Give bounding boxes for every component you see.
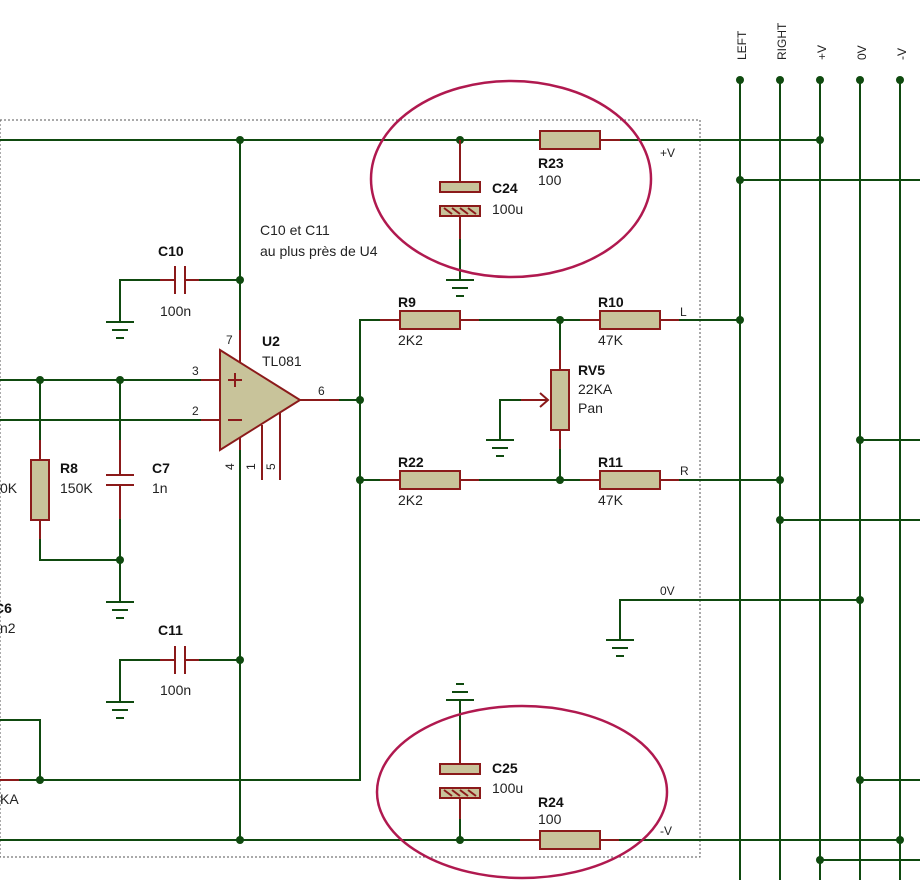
sheet-boundary (0, 119, 701, 858)
ground-c25 (446, 683, 474, 701)
r9-value: 2K2 (398, 332, 423, 348)
net-label-nv: -V (660, 824, 672, 838)
bus-label-nv: -V (895, 48, 909, 60)
u2-pin-5: 5 (264, 463, 278, 470)
ground-c7 (106, 601, 134, 619)
bus-top-junctions (736, 76, 904, 84)
r22-value: 2K2 (398, 492, 423, 508)
bus-lines (739, 79, 901, 880)
c10-value: 100n (160, 303, 191, 319)
net-label-r: R (680, 464, 689, 478)
c24-value: 100u (492, 201, 523, 217)
ground-c10 (106, 321, 134, 339)
c11-value: 100n (160, 682, 191, 698)
u2-supply-column (236, 139, 244, 844)
resistor-r8 (30, 379, 121, 561)
note-line-2: au plus près de U4 (260, 243, 378, 259)
net-label-pv: +V (660, 146, 675, 160)
resistor-r10 (580, 310, 744, 330)
capacitor-c25 (439, 701, 481, 841)
u2-pin-6: 6 (318, 384, 325, 398)
r24-ref: R24 (538, 794, 564, 810)
note-line-1: C10 et C11 (260, 222, 330, 238)
net-label-l: L (680, 305, 687, 319)
resistor-r9 (380, 310, 581, 330)
rv5-value: 22KA (578, 381, 613, 397)
r8-value: 150K (60, 480, 93, 496)
net-label-zv: 0V (660, 584, 675, 598)
u2-pin-4: 4 (223, 463, 237, 470)
r11-ref: R11 (598, 454, 623, 470)
zv-tap (619, 596, 864, 639)
rv5-ref: RV5 (578, 362, 605, 378)
r23-value: 100 (538, 172, 562, 188)
edge-bottom-value: KA (0, 791, 19, 807)
r10-ref: R10 (598, 294, 624, 310)
c6-value: n2 (0, 620, 16, 636)
ground-rv5 (486, 439, 514, 457)
ground-zv (606, 639, 634, 657)
r8-ref: R8 (60, 460, 78, 476)
r23-ref: R23 (538, 155, 564, 171)
resistor-r23 (539, 130, 620, 150)
u2-value: TL081 (262, 353, 302, 369)
c11-ref: C11 (158, 622, 183, 638)
bus-taps (736, 176, 920, 864)
c25-value: 100u (492, 780, 523, 796)
output-node (339, 319, 381, 781)
r11-value: 47K (598, 492, 624, 508)
opamp-u2 (200, 330, 340, 480)
capacitor-c10 (119, 266, 241, 321)
r24-value: 100 (538, 811, 562, 827)
u2-pin-7: 7 (226, 333, 233, 347)
u2-pin-3: 3 (192, 364, 199, 378)
r10-value: 47K (598, 332, 624, 348)
nv-rail (0, 830, 904, 850)
potentiometer-rv5 (499, 319, 570, 481)
highlight-bottom (375, 704, 669, 880)
c10-ref: C10 (158, 243, 184, 259)
ground-c11 (106, 701, 134, 719)
opamp-input-wires (0, 376, 201, 421)
resistor-r11 (580, 470, 784, 490)
u2-pin-1: 1 (244, 463, 258, 470)
u2-ref: U2 (262, 333, 280, 349)
u2-pin-2: 2 (192, 404, 199, 418)
capacitor-c11 (119, 646, 241, 701)
c7-ref: C7 (152, 460, 170, 476)
c7-value: 1n (152, 480, 168, 496)
bus-label-pv: +V (815, 45, 829, 60)
bus-label-right: RIGHT (775, 22, 789, 60)
capacitor-c24 (439, 140, 481, 279)
r9-ref: R9 (398, 294, 416, 310)
c25-ref: C25 (492, 760, 518, 776)
c24-ref: C24 (492, 180, 518, 196)
resistor-r22 (380, 470, 581, 490)
c6-ref: C6 (0, 600, 12, 616)
bus-label-left: LEFT (735, 30, 749, 60)
highlight-top (369, 79, 653, 279)
r22-ref: R22 (398, 454, 424, 470)
bottom-left-wiring (0, 719, 361, 784)
edge-left-value: 0K (0, 480, 18, 496)
ground-c24 (446, 279, 474, 297)
capacitor-c7 (106, 379, 134, 601)
rv5-label: Pan (578, 400, 603, 416)
bus-label-zv: 0V (855, 45, 869, 60)
